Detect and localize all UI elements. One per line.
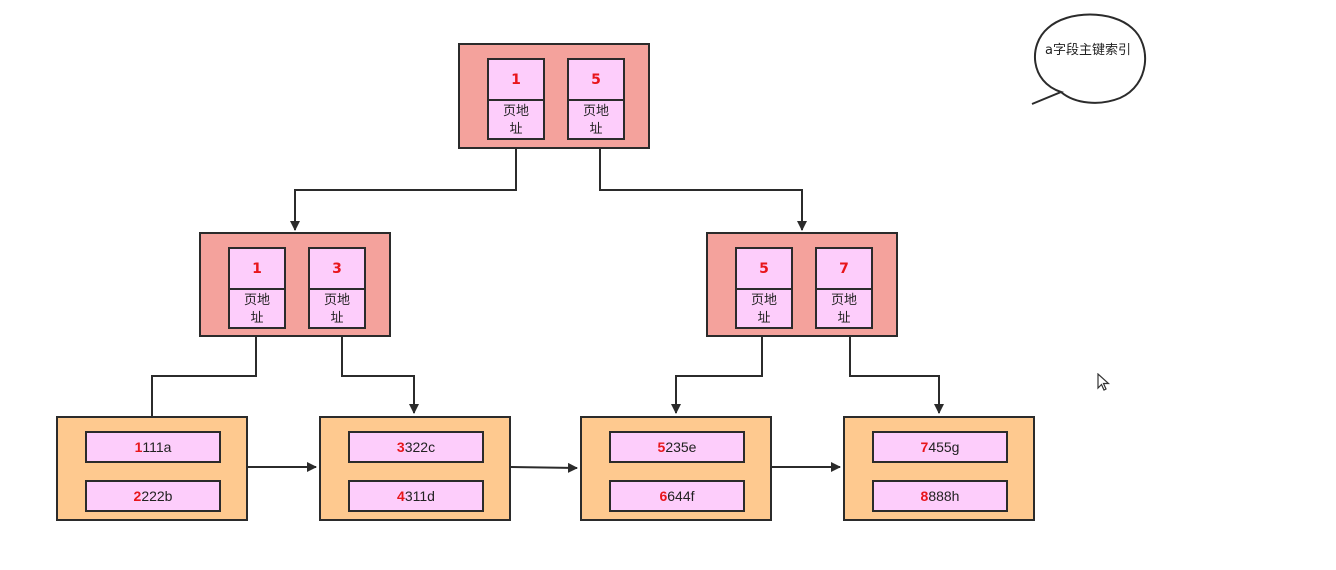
internal-node-right: 5 页地址 7 页地址: [706, 232, 898, 337]
internal-left-key-1: 1: [230, 249, 284, 290]
internal-left-key-cell-2: 3 页地址: [308, 247, 366, 329]
root-pointer-1: 页地址: [502, 104, 529, 137]
internal-left-key-2: 3: [310, 249, 364, 290]
row-key: 4: [397, 488, 405, 504]
internal-right-pointer-2: 页地址: [830, 293, 857, 326]
root-key-1: 1: [489, 60, 543, 101]
row-values: 222b: [141, 488, 173, 504]
row-key: 8: [920, 488, 929, 504]
internal-right-key-cell-1: 5 页地址: [735, 247, 793, 329]
row-key: 5: [657, 439, 666, 455]
mouse-pointer-icon: [1097, 373, 1111, 391]
internal-left-pointer-2: 页地址: [323, 293, 350, 326]
row-values: 111a: [142, 439, 172, 455]
row-key: 7: [920, 439, 929, 455]
root-key-2: 5: [569, 60, 623, 101]
callout-text: a字段主键索引: [1045, 43, 1131, 58]
root-pointer-2: 页地址: [582, 104, 609, 137]
row-values: 455g: [928, 439, 960, 455]
internal-right-pointer-1: 页地址: [750, 293, 777, 326]
internal-left-pointer-1: 页地址: [243, 293, 270, 326]
row-values: 644f: [667, 488, 695, 504]
edge-internal2-to-leaf3: [671, 336, 763, 414]
callout-bubble: [1031, 13, 1147, 105]
row-values: 322c: [404, 439, 436, 455]
internal-left-key-cell-1: 1 页地址: [228, 247, 286, 329]
internal-right-key-cell-2: 7 页地址: [815, 247, 873, 329]
root-key-cell-2: 5 页地址: [567, 58, 625, 140]
edge-leaf2-to-leaf3: [510, 462, 578, 473]
internal-node-left: 1 页地址 3 页地址: [199, 232, 391, 337]
row-key: 1: [134, 439, 143, 455]
edge-internal1-to-leaf2: [341, 336, 419, 414]
row-values: 235e: [665, 439, 697, 455]
row-key: 3: [396, 439, 405, 455]
edge-internal2-to-leaf4: [849, 336, 944, 414]
edge-root-to-internal-left: [290, 148, 517, 231]
root-key-cell-1: 1 页地址: [487, 58, 545, 140]
row-key: 6: [659, 488, 668, 504]
internal-right-key-2: 7: [817, 249, 871, 290]
row-values: 888h: [928, 488, 960, 504]
root-node: 1 页地址 5 页地址: [458, 43, 650, 149]
edge-root-to-internal-right: [599, 148, 807, 231]
internal-right-key-1: 5: [737, 249, 791, 290]
row-values: 311d: [404, 488, 435, 504]
edge-internal1-to-leaf1: [147, 336, 257, 429]
row-key: 2: [133, 488, 142, 504]
